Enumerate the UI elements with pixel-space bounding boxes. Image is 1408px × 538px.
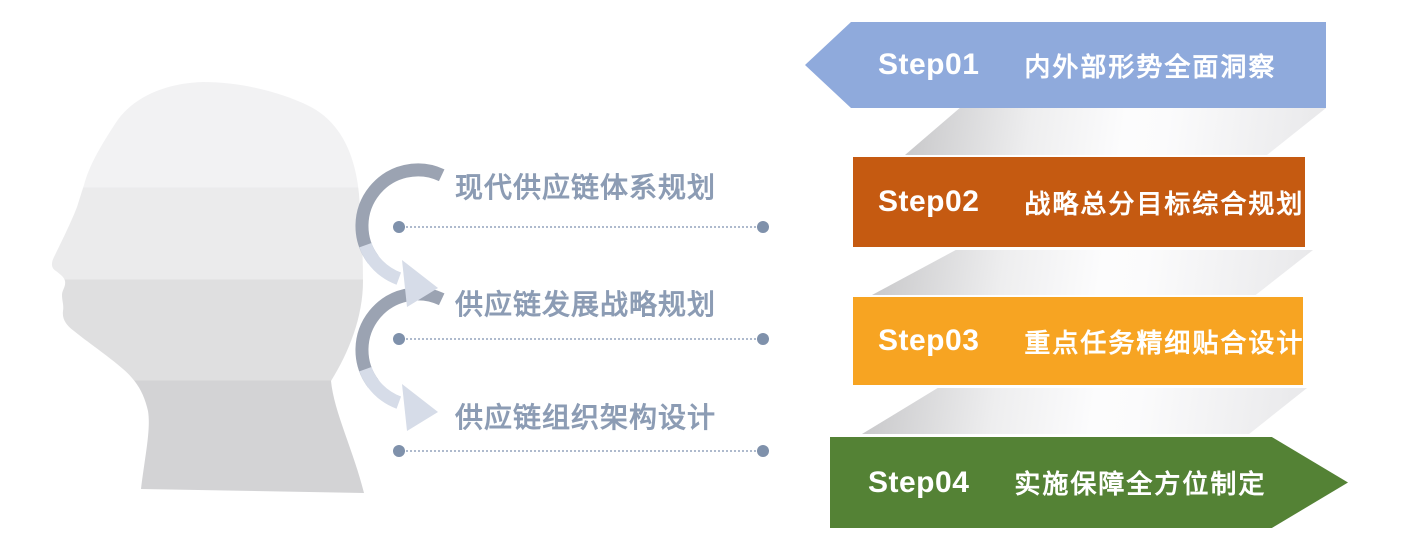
- step-number: Step03: [878, 324, 980, 357]
- fold-shadow-3: [862, 388, 1307, 434]
- fold-shadow-2: [872, 250, 1313, 295]
- step-title: 实施保障全方位制定: [1014, 469, 1267, 499]
- step-number: Step02: [878, 185, 980, 218]
- step-banner-4: Step04 实施保障全方位制定: [830, 437, 1348, 528]
- step-banner-2: Step02 战略总分目标综合规划: [853, 157, 1305, 247]
- dot-endpoint: [757, 445, 769, 457]
- dot-endpoint: [393, 221, 405, 233]
- step-title: 战略总分目标综合规划: [1024, 188, 1305, 219]
- dot-endpoint: [393, 333, 405, 345]
- dot-endpoint: [757, 221, 769, 233]
- step-number: Step04: [868, 465, 970, 499]
- step-banner-3: Step03 重点任务精细贴合设计: [853, 297, 1303, 385]
- dot-endpoint: [393, 445, 405, 457]
- step-title: 重点任务精细贴合设计: [1024, 327, 1305, 358]
- dotted-line: [403, 338, 759, 340]
- curved-flow-arrows-icon: [355, 163, 445, 431]
- dotted-line: [403, 450, 759, 452]
- plan-item-label-1: 现代供应链体系规划: [455, 172, 717, 203]
- head-silhouette-icon: [51, 82, 364, 493]
- dot-endpoint: [757, 333, 769, 345]
- plan-item-label-3: 供应链组织架构设计: [455, 402, 717, 433]
- plan-item-label-2: 供应链发展战略规划: [455, 289, 717, 320]
- dotted-connector-2: [393, 332, 769, 346]
- step-banner-1: Step01 内外部形势全面洞察: [805, 22, 1326, 108]
- dotted-connector-1: [393, 220, 769, 234]
- step-number: Step01: [878, 48, 980, 81]
- step-title: 内外部形势全面洞察: [1024, 51, 1277, 82]
- dotted-line: [403, 226, 759, 228]
- dotted-connector-3: [393, 444, 769, 458]
- fold-shadow-1: [905, 108, 1326, 155]
